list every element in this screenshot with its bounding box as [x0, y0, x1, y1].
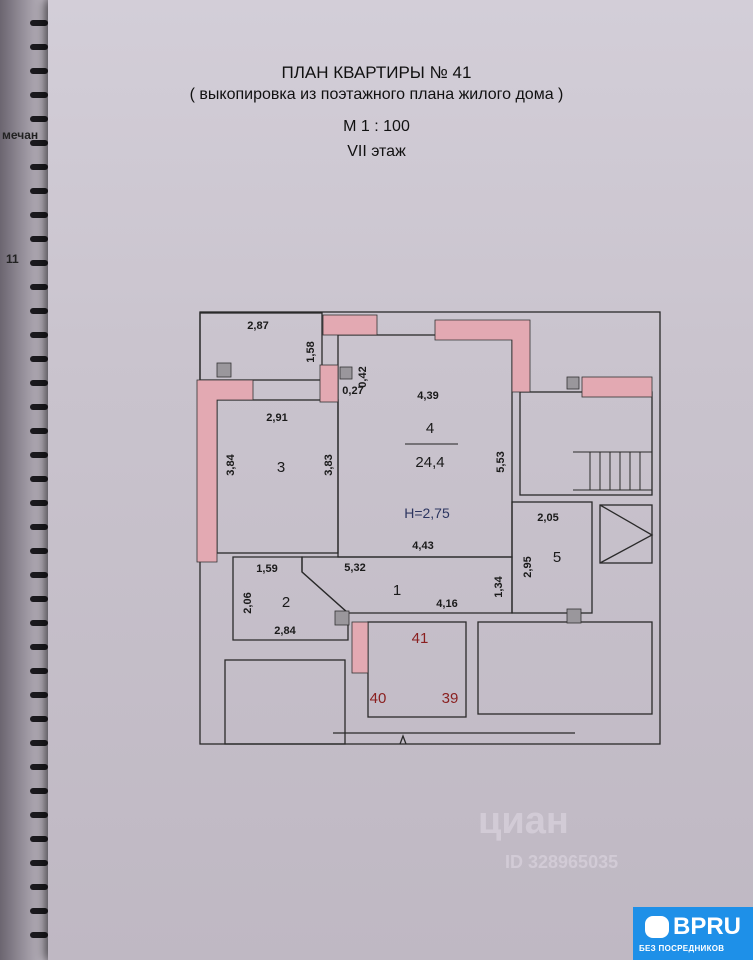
apartment-number: 41 — [412, 630, 429, 647]
badge-tagline: БЕЗ ПОСРЕДНИКОВ — [639, 944, 725, 953]
room-number: 3 — [277, 459, 285, 476]
spiral-binding-ring — [30, 668, 48, 674]
ceiling-height: H=2,75 — [404, 505, 450, 521]
room-number: 1 — [393, 582, 401, 599]
spiral-binding-ring — [30, 404, 48, 410]
spiral-binding-ring — [30, 548, 48, 554]
spiral-binding-ring — [30, 284, 48, 290]
dim-label: 4,16 — [436, 598, 457, 610]
plan-floor: VII этаж — [347, 143, 406, 160]
spiral-binding-ring — [30, 428, 48, 434]
spiral-binding-ring — [30, 932, 48, 938]
spiral-binding-ring — [30, 92, 48, 98]
spiral-binding-ring — [30, 332, 48, 338]
spiral-binding-ring — [30, 788, 48, 794]
spiral-binding-ring — [30, 500, 48, 506]
dim-label: 5,53 — [495, 451, 507, 472]
load-bearing-walls — [196, 314, 653, 674]
dim-label: 4,39 — [417, 390, 438, 402]
plan-scale: М 1 : 100 — [343, 118, 410, 135]
plan-title: ПЛАН КВАРТИРЫ № 41 — [281, 63, 472, 82]
spiral-binding-ring — [30, 836, 48, 842]
stairs — [573, 451, 652, 491]
dim-label: 3,84 — [225, 453, 237, 475]
spiral-binding-ring — [30, 116, 48, 122]
spiral-binding-ring — [30, 380, 48, 386]
notebook-text: 11 — [6, 252, 19, 266]
apartment-number: 39 — [442, 690, 459, 707]
spiral-binding-ring — [30, 236, 48, 242]
spiral-binding-ring — [30, 860, 48, 866]
spiral-binding-ring — [30, 452, 48, 458]
apartment-number: 40 — [370, 690, 387, 707]
dim-label: 1,34 — [493, 575, 505, 597]
spiral-binding-ring — [30, 20, 48, 26]
spiral-binding-ring — [30, 692, 48, 698]
spiral-binding-ring — [30, 164, 48, 170]
spiral-binding-ring — [30, 620, 48, 626]
spiral-binding-ring — [30, 524, 48, 530]
dim-label: 4,43 — [412, 540, 433, 552]
dim-label: 2,91 — [266, 412, 287, 424]
notebook-text: мечан — [2, 128, 39, 142]
dim-label: 2,95 — [522, 556, 534, 577]
spiral-binding-ring — [30, 188, 48, 194]
room-area: 24,4 — [415, 454, 444, 471]
dim-label: 1,59 — [256, 563, 277, 575]
badge-brand: BPRU — [673, 913, 742, 940]
spiral-binding-ring — [30, 572, 48, 578]
spiral-binding-ring — [30, 44, 48, 50]
dim-label: 2,84 — [274, 625, 296, 637]
spiral-binding-ring — [30, 716, 48, 722]
spiral-binding-ring — [30, 884, 48, 890]
dim-label: 2,05 — [537, 512, 558, 524]
spiral-binding-ring — [30, 644, 48, 650]
spiral-binding-ring — [30, 68, 48, 74]
dim-label: 5,32 — [344, 562, 365, 574]
spiral-binding-ring — [30, 740, 48, 746]
stair-hall — [519, 391, 653, 496]
dim-label: 2,87 — [247, 320, 268, 332]
spiral-binding-ring — [30, 308, 48, 314]
bpru-badge[interactable]: BPRU БЕЗ ПОСРЕДНИКОВ — [633, 907, 753, 960]
spiral-binding-ring — [30, 140, 48, 146]
spiral-binding-ring — [30, 260, 48, 266]
dim-label: 0,42 — [357, 366, 369, 387]
plan-subtitle: ( выкопировка из поэтажного плана жилого… — [189, 86, 564, 103]
spiral-binding-ring — [30, 596, 48, 602]
document-page — [48, 0, 753, 960]
balcony — [199, 312, 323, 381]
spiral-binding-ring — [30, 356, 48, 362]
room-number: 4 — [426, 420, 434, 437]
spiral-binding-ring — [30, 812, 48, 818]
dim-label: 2,06 — [242, 592, 254, 613]
dim-label: 1,58 — [305, 341, 317, 362]
room-number: 2 — [282, 594, 290, 611]
room-1 — [301, 556, 513, 614]
people-icon — [645, 916, 669, 938]
dim-label: 3,83 — [323, 454, 335, 475]
elevator — [599, 504, 653, 564]
columns — [216, 362, 582, 626]
watermark-id: ID 328965035 — [505, 852, 619, 872]
spiral-binding-ring — [30, 764, 48, 770]
room-number: 5 — [553, 549, 561, 566]
spiral-binding-ring — [30, 476, 48, 482]
watermark-brand: циан — [478, 800, 569, 842]
dim-label: 0,27 — [342, 385, 363, 397]
spiral-binding-ring — [30, 908, 48, 914]
spiral-binding-ring — [30, 212, 48, 218]
